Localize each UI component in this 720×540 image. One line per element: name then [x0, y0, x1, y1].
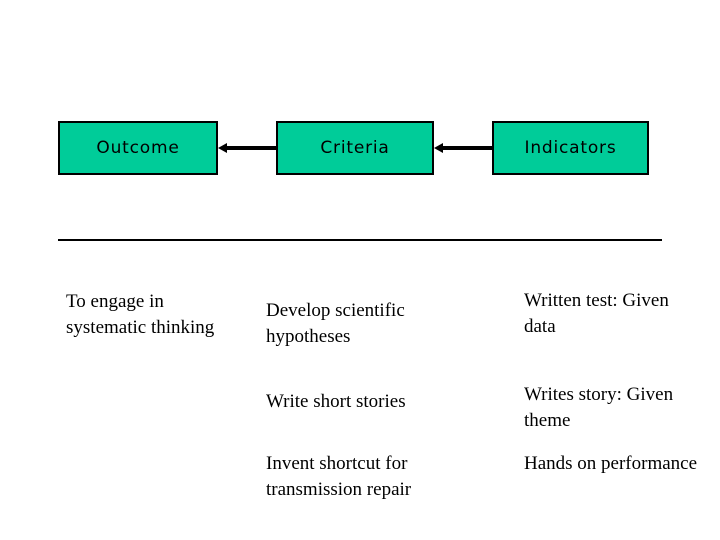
arrow-shaft	[225, 146, 276, 150]
criteria-cell-3: Invent shortcut for transmission repair	[266, 453, 412, 500]
node-label-outcome: Outcome	[96, 138, 180, 158]
criteria-cell-1: Develop scientific hypotheses	[266, 300, 405, 347]
node-label-indicators: Indicators	[524, 138, 617, 158]
indicators-cell-1: Written test: Given data	[524, 290, 669, 337]
arrowhead-left-icon	[434, 143, 443, 153]
arrow-criteria-to-outcome	[218, 143, 276, 153]
node-box-indicators[interactable]: Indicators	[492, 121, 649, 175]
arrow-shaft	[441, 146, 492, 150]
indicators-cell-3: Hands on performance	[524, 453, 698, 474]
outcome-cell-1: To engage in systematic thinking	[66, 291, 215, 338]
node-label-criteria: Criteria	[320, 138, 390, 158]
criteria-cell-2: Write short stories	[266, 391, 406, 412]
arrowhead-left-icon	[218, 143, 227, 153]
horizontal-divider	[58, 239, 662, 241]
indicators-cell-2: Writes story: Given theme	[524, 384, 674, 431]
node-box-outcome[interactable]: Outcome	[58, 121, 218, 175]
node-box-criteria[interactable]: Criteria	[276, 121, 434, 175]
arrow-indicators-to-criteria	[434, 143, 492, 153]
